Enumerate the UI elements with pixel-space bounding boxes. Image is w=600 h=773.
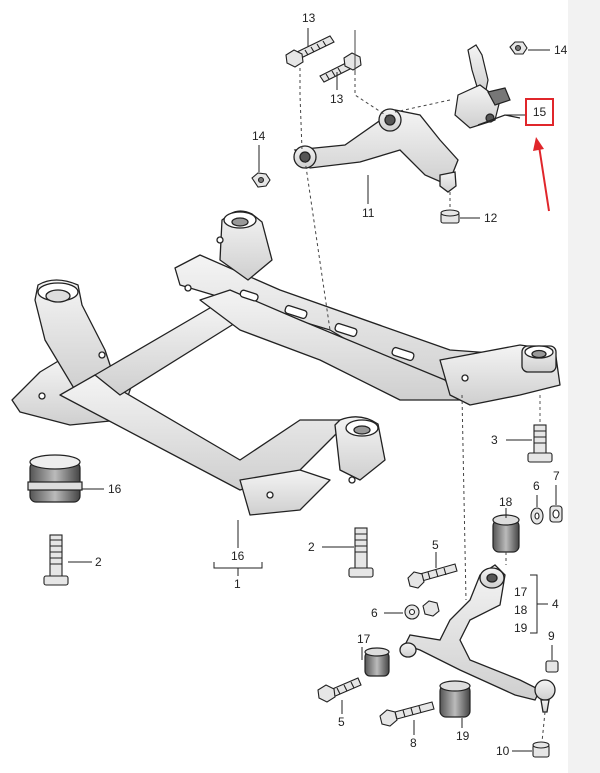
callout-8: 8	[410, 736, 417, 750]
nut-10	[532, 741, 550, 758]
callout-13-top: 13	[302, 11, 316, 25]
callout-17-lower: 17	[357, 632, 371, 646]
subframe	[11, 210, 561, 516]
callout-5-lower: 5	[338, 715, 345, 729]
bushing-19	[439, 680, 471, 718]
callout-2-right: 2	[308, 540, 315, 554]
nut-14-left	[251, 172, 271, 188]
mount-bushing-16	[27, 454, 83, 503]
callout-3: 3	[491, 433, 498, 447]
callout-9: 9	[548, 629, 555, 643]
dash-guides-upper	[299, 30, 391, 331]
bolt-8	[379, 701, 435, 727]
callout-2-left: 2	[95, 555, 102, 569]
bolt-5-lower	[317, 677, 362, 703]
lower-control-arm	[399, 564, 556, 713]
nut-9	[545, 660, 559, 673]
bolt-2-right	[348, 527, 374, 578]
callout-14-left: 14	[252, 129, 266, 143]
callout-5-upper: 5	[432, 538, 439, 552]
nut-12	[440, 209, 460, 224]
callout-6-lower: 6	[371, 606, 378, 620]
callout-13-mid: 13	[330, 92, 344, 106]
bracket-4	[530, 574, 538, 634]
bolt-5-upper	[407, 563, 458, 589]
callout-19-group: 19	[514, 621, 528, 635]
callout-11: 11	[362, 206, 375, 220]
bolt-2-left	[43, 534, 69, 586]
dash-lower	[461, 394, 467, 601]
red-arrow-shaft	[538, 145, 550, 212]
callout-4: 4	[552, 597, 559, 611]
bushing-18	[492, 514, 520, 553]
callout-7: 7	[553, 469, 560, 483]
bolt-13-mid	[319, 52, 362, 83]
page-right-edge	[568, 0, 600, 773]
callout-18-top: 18	[499, 495, 513, 509]
callout-1: 1	[234, 577, 241, 591]
highlight-box-15: 15	[525, 98, 554, 126]
bushing-17	[364, 647, 390, 677]
dash-15	[394, 99, 451, 113]
callout-14-right: 14	[554, 43, 568, 57]
callout-10: 10	[496, 744, 510, 758]
red-arrow-head	[533, 137, 544, 151]
callout-16-bottom: 16	[231, 549, 245, 563]
ride-height-sensor-15	[454, 44, 521, 129]
callout-12: 12	[484, 211, 498, 225]
callout-16-left: 16	[108, 482, 122, 496]
bolt-3	[527, 424, 553, 463]
nut-14-right	[509, 41, 528, 55]
callout-18-group: 18	[514, 603, 528, 617]
callout-15: 15	[532, 105, 547, 119]
washer-6-lower	[404, 600, 440, 620]
callout-17-group: 17	[514, 585, 528, 599]
washer-6-upper	[530, 507, 544, 525]
upper-control-arm	[293, 108, 459, 193]
callout-19-lower: 19	[456, 729, 470, 743]
nut-7	[549, 505, 563, 523]
callout-6-upper: 6	[533, 479, 540, 493]
dash-10	[541, 711, 546, 743]
bolt-13-top	[285, 35, 335, 68]
